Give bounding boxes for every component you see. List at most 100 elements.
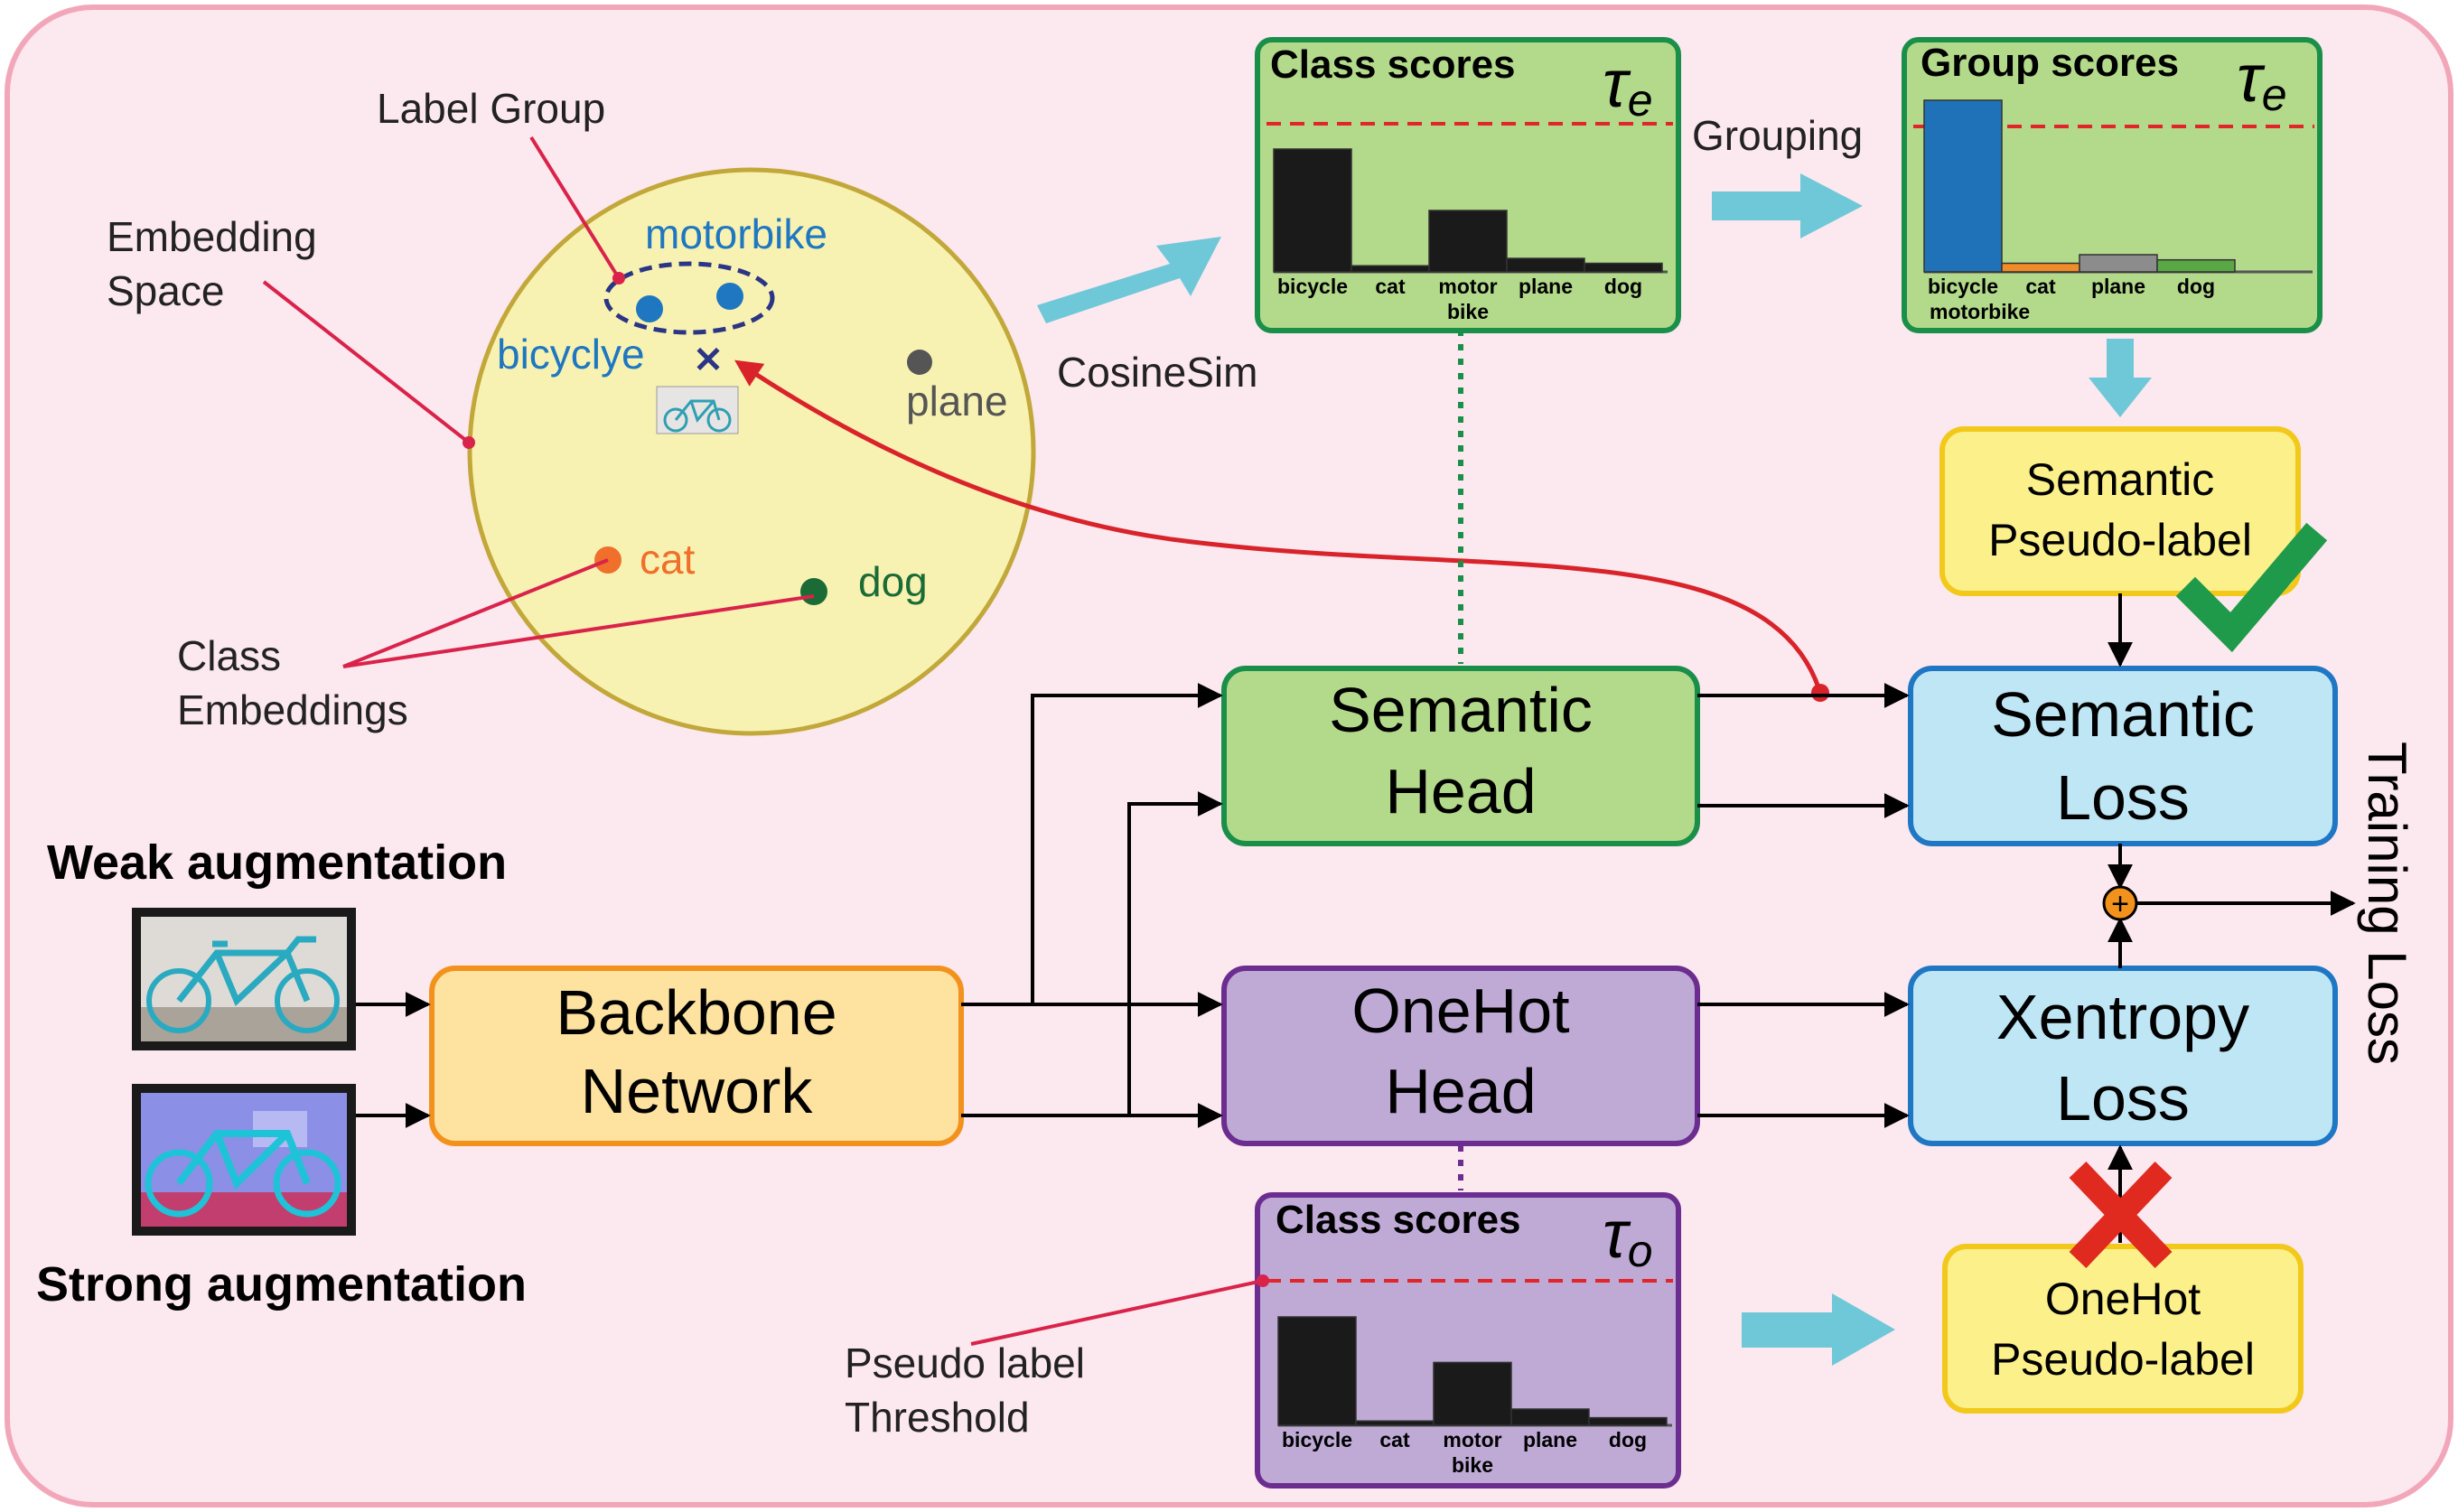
backbone-box (429, 966, 964, 1146)
group-scores-bar-2 (2079, 254, 2158, 273)
grouping-label: Grouping (1692, 112, 1863, 159)
class-dog-label: dog (858, 558, 928, 605)
embedding-feedback-dot (1811, 684, 1829, 702)
group-scores-tick-1: cat (2025, 275, 2056, 298)
semantic-pseudo-label-1: Semantic (2026, 454, 2214, 505)
embedding-space-label-1: Embedding (107, 213, 317, 260)
group-scores-bar-1 (2001, 262, 2080, 273)
dog-dot (800, 578, 827, 605)
onehot-head-box (1221, 966, 1700, 1146)
semantic-pseudo-label-2: Pseudo-label (1988, 515, 2252, 565)
class-scores-bottom-tick-1: cat (1379, 1428, 1410, 1451)
cyan-arrows (1037, 173, 2152, 1366)
threshold-tau-e-group: τe (2237, 41, 2287, 120)
label-group-pointer-dot (612, 272, 625, 285)
xentropy-loss-label-1: Xentropy (1996, 982, 2249, 1052)
class-scores-bottom-bar-3 (1510, 1408, 1590, 1426)
threshold-tau-o-bottom: τo (1603, 1197, 1653, 1276)
group-to-pseudo-arrow-icon (2089, 339, 2152, 417)
class-scores-bottom-title: Class scores (1276, 1198, 1521, 1242)
motorbike-dot (636, 295, 663, 322)
cosinesim-arrow-icon (1037, 237, 1221, 323)
class-scores-top-tick-4: dog (1604, 275, 1642, 298)
class-embeddings-pointer-cat (342, 558, 609, 668)
semantic-head-box (1221, 666, 1700, 846)
class-embeddings-label-2: Embeddings (177, 686, 408, 733)
onehot-pseudo-label-box (1942, 1244, 2304, 1414)
embedding-space-pointer (262, 280, 471, 444)
semantic-loss-label-2: Loss (2056, 762, 2190, 833)
class-scores-top-tick-2: motor (1438, 275, 1497, 298)
backbone-label-2: Network (581, 1056, 814, 1126)
threshold-tau-e-top: τe (1603, 46, 1653, 126)
flow-arrows (356, 593, 2356, 1243)
embedding-space-label-2: Space (107, 267, 224, 314)
class-scores-bottom-bar-4 (1588, 1416, 1668, 1426)
onehot-head-label-2: Head (1385, 1056, 1536, 1126)
class-scores-top-bars: bicycle cat motor plane dog bike (1273, 148, 1668, 323)
group-scores-tick-sub: motorbike (1930, 300, 2030, 323)
class-scores-top-bar-4 (1584, 262, 1663, 273)
strong-augmentation-title: Strong augmentation (36, 1257, 527, 1311)
class-embeddings-label-1: Class (177, 632, 281, 679)
class-scores-top-tick-0: bicycle (1277, 275, 1348, 298)
class-bicycle-label: bicyclye (497, 331, 645, 378)
sum-plus-icon: + (2111, 887, 2129, 921)
class-scores-bottom-tick-sub: bike (1452, 1453, 1493, 1477)
class-scores-top-bar-1 (1350, 265, 1430, 273)
label-group-pointer (529, 135, 621, 280)
group-scores-bar-3 (2156, 258, 2236, 273)
class-cat-label: cat (640, 536, 696, 583)
class-scores-top-title: Class scores (1270, 42, 1516, 87)
cross-icon (2069, 1162, 2173, 1268)
onehot-pseudo-label-2: Pseudo-label (1991, 1334, 2255, 1385)
label-group-ellipse (603, 261, 775, 335)
sum-node-icon (2102, 885, 2138, 921)
strong-augmentation-image (132, 1084, 356, 1236)
class-scores-top-bar-2 (1428, 210, 1508, 273)
pseudo-label-threshold-2: Threshold (845, 1394, 1030, 1441)
class-scores-top-bar-3 (1506, 257, 1585, 273)
semantic-head-label-1: Semantic (1329, 675, 1593, 745)
embedding-space-pointer-dot (463, 436, 475, 449)
class-scores-top-bar-0 (1273, 148, 1352, 273)
pseudo-label-threshold-pointer (970, 1279, 1264, 1346)
embedding-feedback-curve (734, 359, 1823, 694)
class-scores-bottom-tick-2: motor (1443, 1428, 1501, 1451)
class-scores-top-tick-sub: bike (1447, 300, 1489, 323)
weak-augmentation-title: Weak augmentation (47, 835, 507, 890)
group-scores-tick-2: plane (2091, 275, 2145, 298)
pseudo-label-threshold-pointer-dot (1257, 1274, 1269, 1287)
embedding-space: ✕ motorbike bicyclye plane cat dog Label… (107, 85, 1036, 736)
bicycle-thumbnail-small (656, 386, 739, 434)
semantic-head-label-2: Head (1385, 756, 1536, 826)
sample-cross-icon: ✕ (693, 341, 724, 380)
embedding-circle (467, 167, 1036, 736)
scores-to-onehot-pseudo-arrow-icon (1742, 1293, 1895, 1366)
group-scores-tick-3: dog (2177, 275, 2215, 298)
cosinesim-label: CosineSim (1057, 349, 1257, 396)
group-scores-tick-0: bicycle (1928, 275, 1998, 298)
class-scores-bottom-tick-0: bicycle (1282, 1428, 1352, 1451)
class-scores-bottom-bar-1 (1355, 1420, 1435, 1426)
class-scores-bottom-bars: bicycle cat motor plane dog bike (1277, 1316, 1672, 1477)
class-scores-top-tick-3: plane (1519, 275, 1573, 298)
class-motorbike-label: motorbike (645, 210, 827, 257)
backbone-label-1: Backbone (556, 977, 836, 1048)
semantic-loss-box (1908, 666, 2338, 846)
group-scores-bars: bicycle cat plane dog motorbike (1923, 99, 2313, 323)
class-scores-top-tick-1: cat (1375, 275, 1406, 298)
class-scores-bottom-tick-3: plane (1523, 1428, 1577, 1451)
class-plane-label: plane (906, 378, 1008, 425)
motorbike-dot-2 (716, 283, 743, 310)
grouping-arrow-icon (1712, 173, 1863, 238)
xentropy-loss-box (1908, 966, 2338, 1146)
class-scores-bottom-tick-4: dog (1609, 1428, 1647, 1451)
class-embeddings-pointer-dog (342, 594, 815, 668)
pseudo-label-threshold-1: Pseudo label (845, 1339, 1085, 1386)
weak-augmentation-image (132, 908, 356, 1050)
xentropy-loss-label-2: Loss (2056, 1063, 2190, 1134)
